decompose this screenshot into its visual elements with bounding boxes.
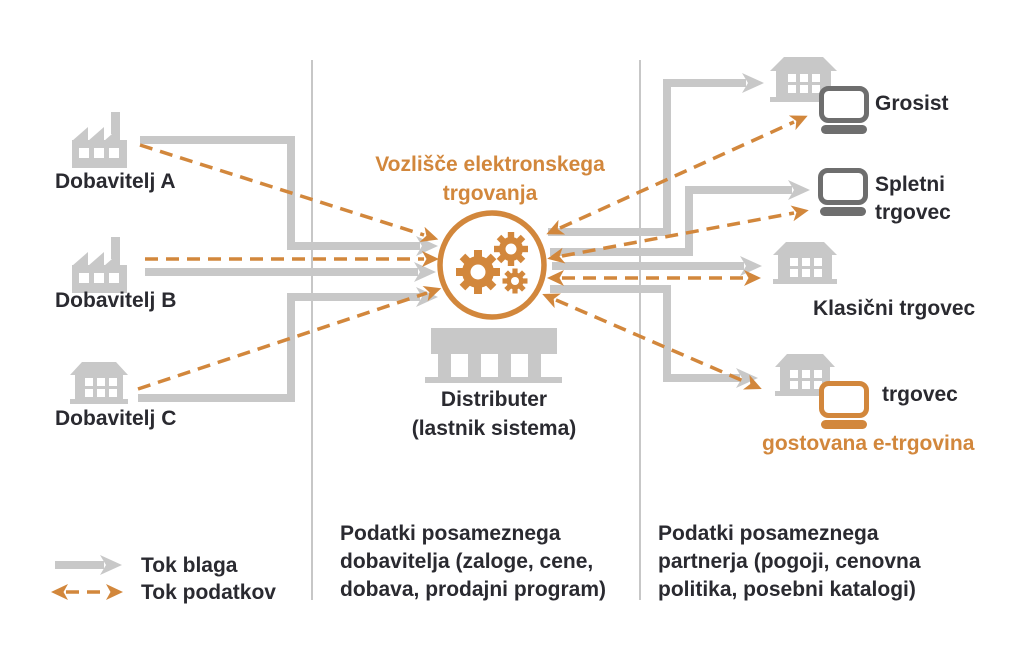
warehouse-icon-supplier-c bbox=[70, 362, 128, 404]
distributer-label-line1: Distributer bbox=[441, 388, 547, 411]
data-flow-spletni bbox=[547, 205, 809, 264]
spletni-label-line2: trgovec bbox=[875, 201, 951, 224]
note-partner-line2: partnerja (pogoji, cenovna bbox=[658, 550, 921, 573]
supplier-b-label: Dobavitelj B bbox=[55, 289, 176, 312]
data-flow-trgovec bbox=[542, 293, 762, 390]
note-supplier-data: Podatki posameznega dobavitelja (zaloge,… bbox=[340, 522, 606, 601]
note-supplier-line1: Podatki posameznega bbox=[340, 522, 561, 545]
note-partner-line3: politika, posebni katalogi) bbox=[658, 578, 916, 601]
goods-flow-trgovec bbox=[550, 285, 758, 388]
laptop-icon-spletni bbox=[818, 168, 868, 216]
hub-title-line2: trgovanja bbox=[443, 182, 538, 205]
gear-small-icon bbox=[502, 268, 528, 294]
factory-icon-supplier-a bbox=[72, 112, 127, 168]
hub-title-line1: Vozlišče elektronskega bbox=[375, 153, 605, 176]
note-supplier-line3: dobava, prodajni program) bbox=[340, 578, 606, 601]
laptop-icon-grosist bbox=[819, 86, 869, 134]
laptop-icon-hosted-eshop bbox=[819, 381, 869, 429]
data-flow-supplier-c bbox=[137, 286, 442, 391]
spletni-label-line1: Spletni bbox=[875, 173, 945, 196]
grosist-label: Grosist bbox=[875, 92, 949, 115]
gear-large-icon bbox=[456, 250, 500, 294]
warehouse-icon-trgovec bbox=[775, 354, 835, 396]
gear-medium-icon bbox=[494, 232, 528, 266]
trgovec-label: trgovec bbox=[882, 383, 958, 406]
hosted-eshop-label: gostovana e-trgovina bbox=[762, 432, 975, 455]
data-flow-supplier-a bbox=[139, 143, 439, 243]
distributer-label-line2: (lastnik sistema) bbox=[412, 417, 577, 440]
legend: Tok blaga Tok podatkov bbox=[51, 554, 276, 604]
note-partner-data: Podatki posameznega partnerja (pogoji, c… bbox=[658, 522, 921, 601]
supplier-c-label: Dobavitelj C bbox=[55, 407, 176, 430]
note-supplier-line2: dobavitelja (zaloge, cene, bbox=[340, 550, 593, 573]
supplier-a-label: Dobavitelj A bbox=[55, 170, 176, 193]
note-partner-line1: Podatki posameznega bbox=[658, 522, 879, 545]
goods-flow-supplier-c bbox=[138, 287, 438, 402]
distributer-building-icon bbox=[425, 328, 562, 383]
legend-goods-label: Tok blaga bbox=[141, 554, 238, 577]
hub-gears-icon bbox=[437, 210, 547, 320]
factory-icon-supplier-b bbox=[72, 237, 127, 293]
legend-data-label: Tok podatkov bbox=[141, 581, 276, 604]
klasicni-label: Klasični trgovec bbox=[813, 297, 976, 320]
warehouse-icon-klasicni bbox=[773, 242, 837, 284]
